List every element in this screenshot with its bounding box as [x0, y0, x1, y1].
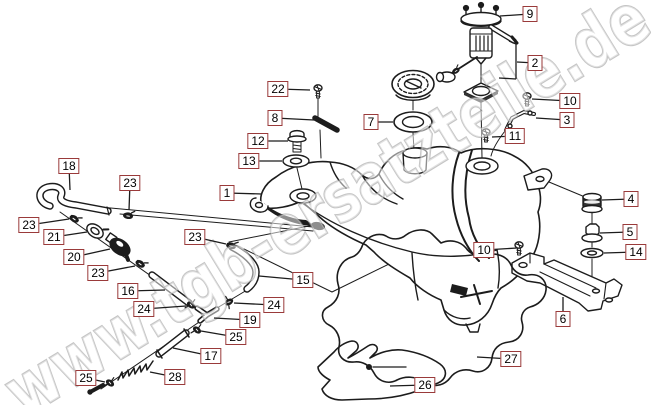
callout-12: 12 [247, 133, 269, 149]
callout-26: 26 [414, 377, 436, 393]
valve-20 [105, 232, 131, 262]
callout-3: 3 [559, 112, 575, 128]
callout-8: 8 [267, 110, 283, 126]
callout-10: 10 [559, 93, 581, 109]
callout-15: 15 [292, 272, 314, 288]
hose-chain [36, 182, 260, 395]
callout-27: 27 [500, 351, 522, 367]
callout-18: 18 [58, 158, 80, 174]
callout-16: 16 [117, 283, 139, 299]
callout-19: 19 [239, 312, 261, 328]
callout-10: 10 [473, 242, 495, 258]
callout-5: 5 [622, 224, 638, 240]
callout-7: 7 [363, 114, 379, 130]
washer-14 [580, 247, 604, 259]
dot-mark [366, 364, 372, 370]
callout-25: 25 [75, 370, 97, 386]
callout-24: 24 [263, 297, 285, 313]
callout-23: 23 [184, 229, 206, 245]
pad-26 [317, 340, 447, 401]
callout-24: 24 [133, 301, 155, 317]
ring-21 [86, 223, 110, 239]
callout-11: 11 [504, 128, 526, 144]
fuel-pump-assembly [435, 1, 519, 159]
callout-28: 28 [164, 369, 186, 385]
callout-14: 14 [625, 244, 647, 260]
mount-stack [548, 181, 604, 278]
callout-23: 23 [119, 175, 141, 191]
callout-4: 4 [623, 191, 639, 207]
bracket-6 [511, 241, 623, 312]
t-fitting-19 [194, 305, 220, 324]
cross-mark [460, 284, 493, 305]
fuel-cap-assembly [391, 69, 435, 175]
top-fasteners [282, 84, 340, 190]
callout-20: 20 [63, 249, 85, 265]
callout-2-bracket [498, 40, 517, 80]
callout-23: 23 [18, 217, 40, 233]
callout-1: 1 [219, 185, 235, 201]
callout-9: 9 [522, 6, 538, 22]
spring-28 [117, 360, 154, 381]
callout-6: 6 [555, 311, 571, 327]
callout-2: 2 [527, 55, 543, 71]
callout-21: 21 [43, 229, 65, 245]
callout-22: 22 [267, 81, 289, 97]
bracket-3-group [481, 92, 536, 157]
pin-8 [312, 115, 340, 133]
callout-23: 23 [87, 265, 109, 281]
callout-25: 25 [225, 329, 247, 345]
washer-13 [282, 154, 310, 168]
callout-17: 17 [200, 348, 222, 364]
callout-13: 13 [238, 153, 260, 169]
